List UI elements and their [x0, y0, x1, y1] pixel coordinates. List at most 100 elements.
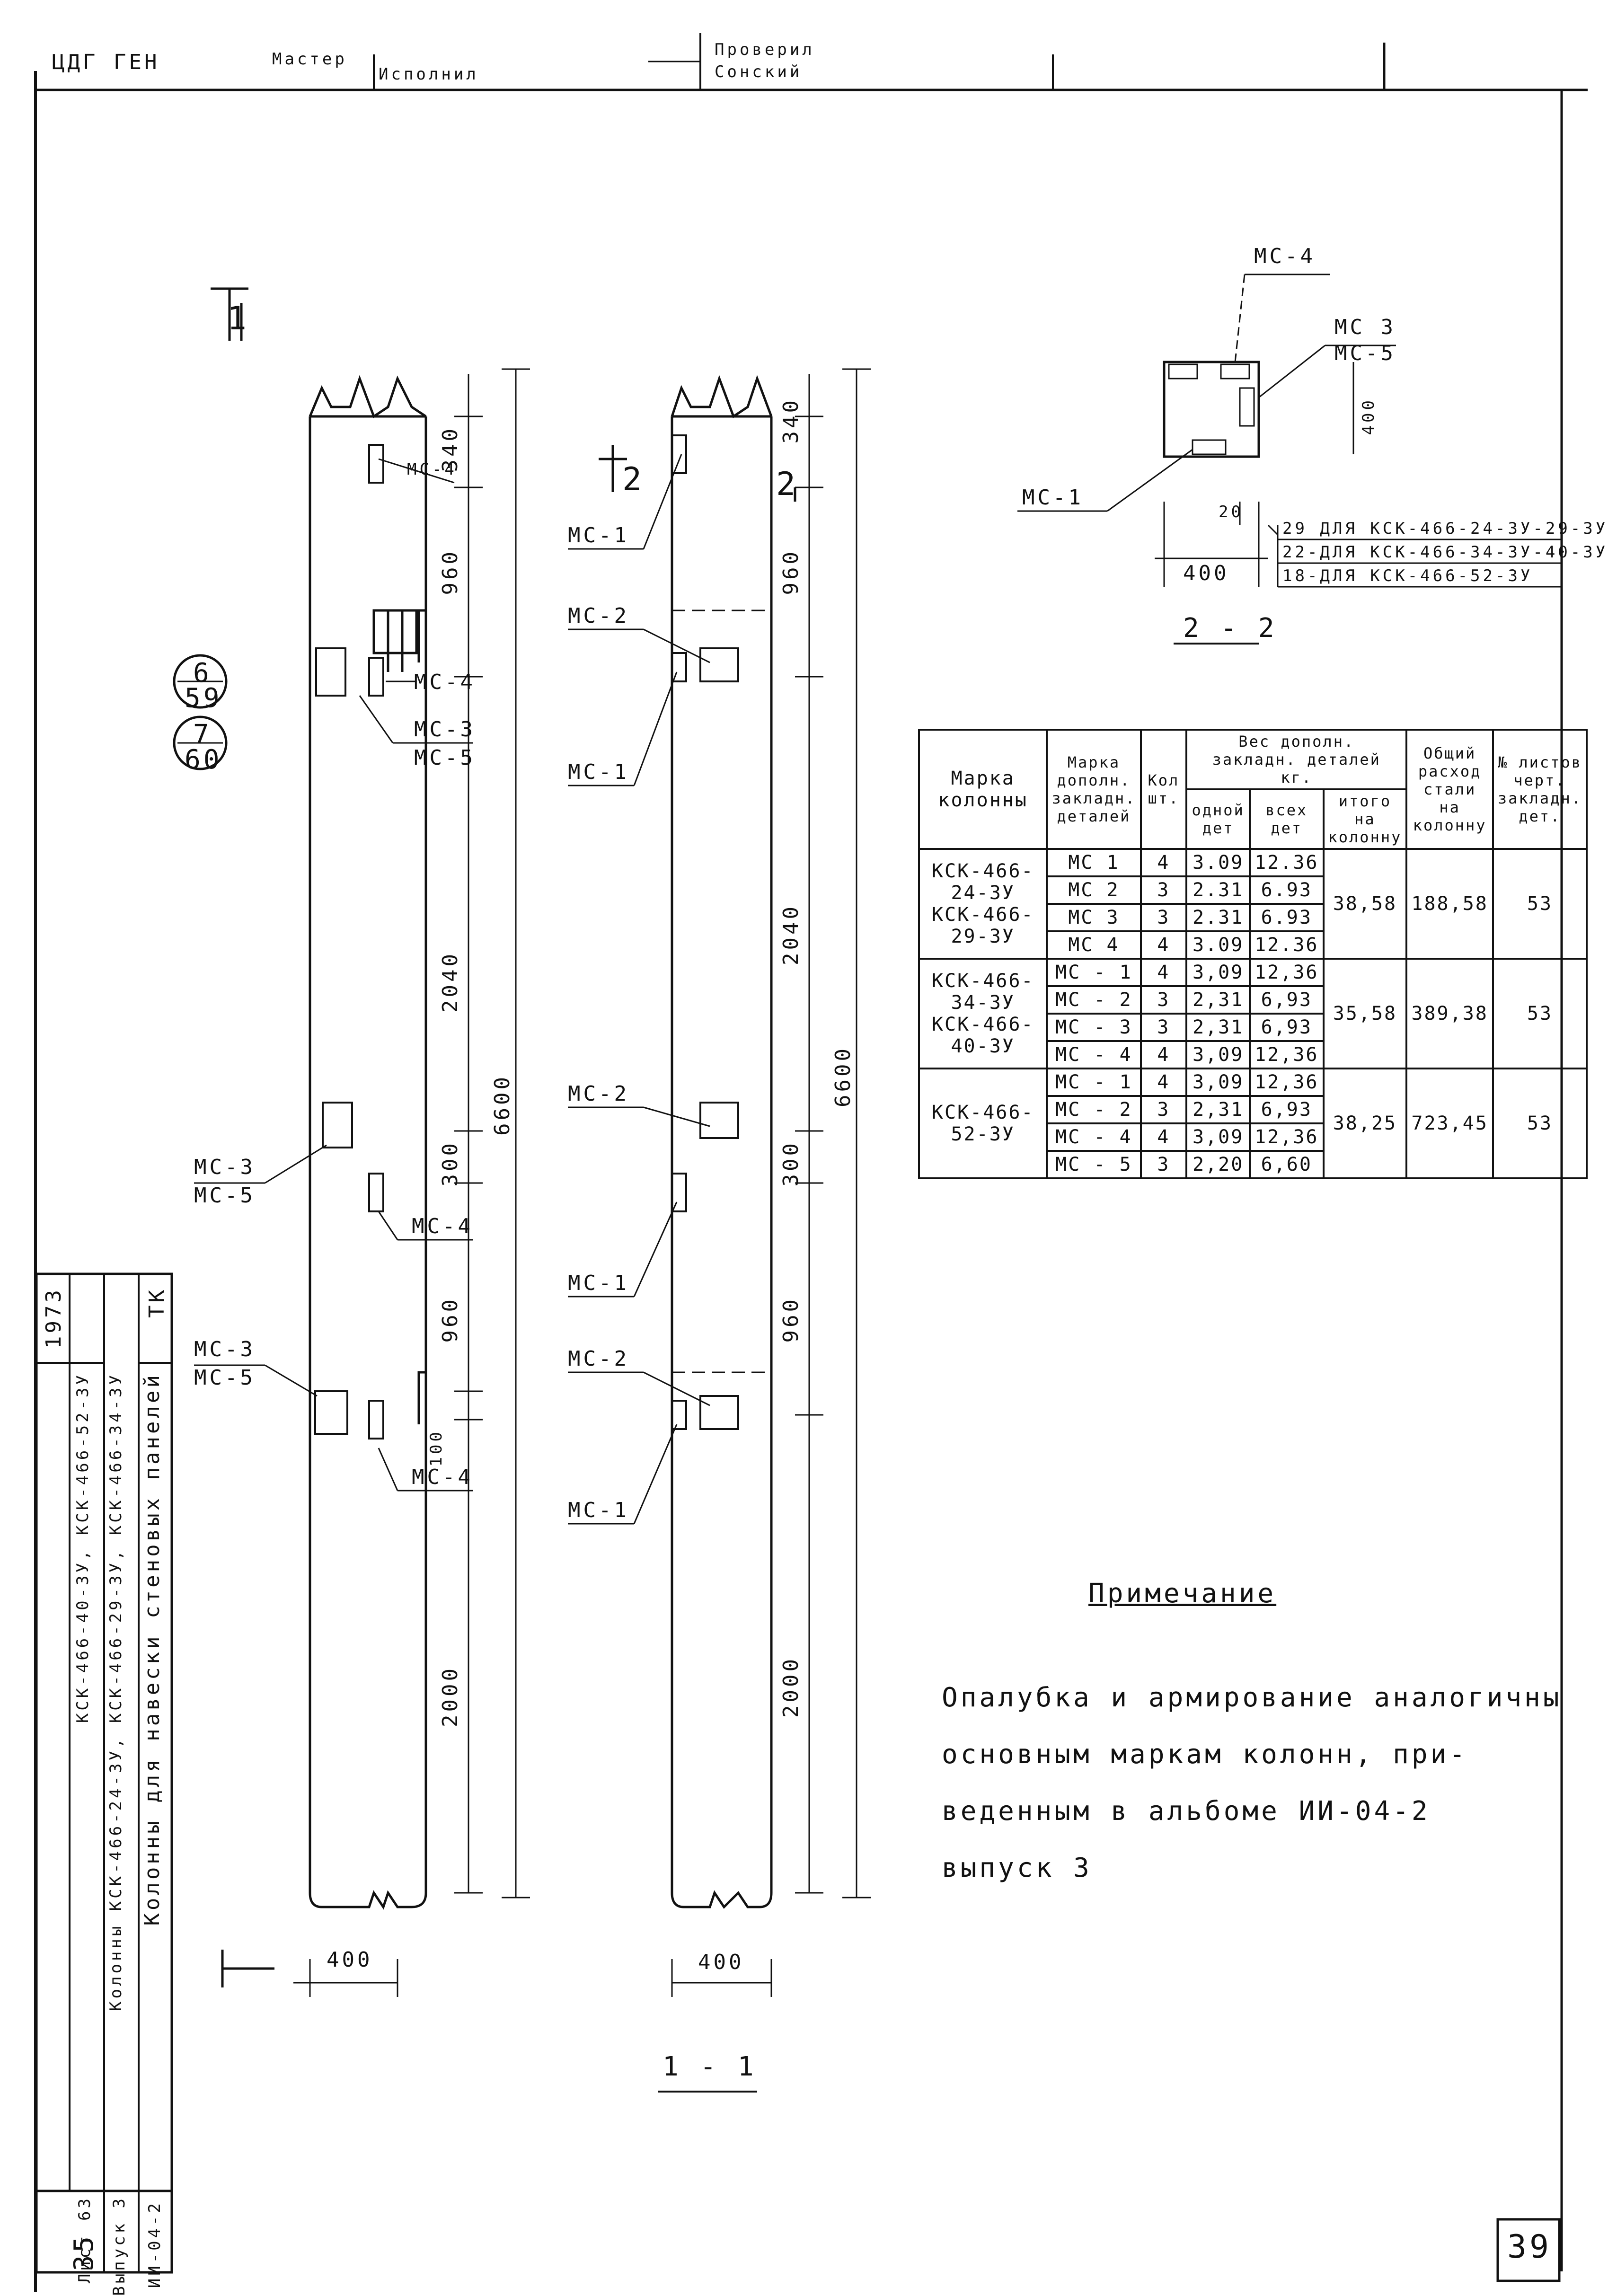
- cell-qty: 3: [1140, 1095, 1188, 1124]
- right-label-mc1-c: МС-1: [568, 1271, 629, 1295]
- cell-qty: 4: [1140, 930, 1188, 960]
- sec22-note-3: 18-ДЛЯ КСК-466-52-3У: [1282, 566, 1533, 585]
- cell-qty: 4: [1140, 1068, 1188, 1097]
- table-row: МС - 5 3 2,20 6,60: [919, 1150, 1587, 1179]
- title-role-checked: Проверил: [715, 40, 815, 59]
- table-row: МС 4 4 3.09 12.36: [919, 930, 1587, 960]
- cell-embed: МС 1: [1046, 848, 1142, 877]
- th-sheet: № листов черт. закладн. дет.: [1492, 729, 1588, 850]
- sec22-dim-20: 20: [1219, 503, 1244, 521]
- cell-one: 2,20: [1185, 1150, 1251, 1179]
- cell-one: 2.31: [1185, 903, 1251, 932]
- cell-qty: 4: [1140, 1040, 1188, 1069]
- cell-one: 2.31: [1185, 875, 1251, 905]
- cell-all: 12,36: [1249, 1040, 1325, 1069]
- cell-all: 6.93: [1249, 875, 1325, 905]
- cell-steel: 723,45: [1405, 1068, 1494, 1179]
- left-column-outline: [194, 368, 530, 1997]
- cell-one: 3,09: [1185, 1122, 1251, 1152]
- left-dim-total: 6600: [490, 1074, 514, 1136]
- th-qty: Кол шт.: [1140, 729, 1188, 850]
- table-row: МС - 4 4 3,09 12,36: [919, 1040, 1587, 1069]
- cell-embed: МС 3: [1046, 903, 1142, 932]
- note-line-1: Опалубка и армирование аналогичны: [942, 1682, 1562, 1713]
- th-one: одной дет: [1185, 788, 1251, 850]
- cell-qty: 4: [1140, 1122, 1188, 1152]
- section-2-2-outline: [1017, 274, 1562, 645]
- left-label-mc4-mid: МС-4: [414, 670, 476, 694]
- right-dim-2000: 2000: [779, 1656, 803, 1718]
- th-total: итого на колонну: [1322, 788, 1408, 850]
- mark-line: КСК-466-40-3У: [931, 1014, 1034, 1057]
- title-role-executed: Исполнил: [379, 65, 479, 84]
- cell-all: 6,93: [1249, 1095, 1325, 1124]
- cell-total: 38,58: [1322, 848, 1408, 960]
- mark-line: КСК-466-34-3У: [931, 970, 1034, 1014]
- cell-all: 6,93: [1249, 985, 1325, 1015]
- mark-line: КСК-466-52-3У: [931, 1102, 1034, 1145]
- section-2-label-right: 2: [776, 466, 798, 503]
- left-dim-960b: 960: [438, 1297, 462, 1343]
- callout-1-top: 6: [193, 658, 212, 689]
- cell-steel: 188,58: [1405, 848, 1494, 960]
- left-label-mc3: МС-3: [414, 717, 476, 742]
- left-dim-2000: 2000: [438, 1666, 462, 1727]
- table-row: МС 2 3 2.31 6.93: [919, 875, 1587, 905]
- left-label-mc4-b: МС-4: [412, 1214, 473, 1238]
- cell-one: 2,31: [1185, 1095, 1251, 1124]
- cell-total: 35,58: [1322, 958, 1408, 1069]
- callout-2-top: 7: [193, 719, 212, 750]
- cell-sheet: 53: [1492, 958, 1588, 1069]
- right-dim-total: 6600: [831, 1046, 855, 1107]
- title-dept: ЦДГ ГЕН: [52, 50, 160, 74]
- th-weight: Вес дополн. закладн. деталей кг.: [1185, 729, 1408, 790]
- cell-qty: 3: [1140, 903, 1188, 932]
- left-label-mc3-b: МС-3: [194, 1155, 256, 1179]
- mark-line: КСК-466-24-3У: [931, 860, 1034, 904]
- sec22-note-2: 22-ДЛЯ КСК-466-34-3У-40-3У: [1282, 543, 1608, 562]
- callout-2-bottom: 60: [185, 744, 222, 775]
- cell-one: 2,31: [1185, 1013, 1251, 1042]
- cell-sheet: 53: [1492, 848, 1588, 960]
- table-row: МС 3 3 2.31 6.93: [919, 903, 1587, 932]
- cell-qty: 4: [1140, 848, 1188, 877]
- cell-all: 12.36: [1249, 930, 1325, 960]
- right-dim-width: 400: [698, 1950, 744, 1974]
- right-label-mc2-b: МС-2: [568, 1082, 629, 1106]
- right-label-mc1-b: МС-1: [568, 760, 629, 784]
- cell-qty: 3: [1140, 1013, 1188, 1042]
- left-dim-width: 400: [327, 1948, 373, 1972]
- note-line-4: выпуск 3: [942, 1853, 1092, 1883]
- th-steel: Общий расход стали на колонну: [1405, 729, 1494, 850]
- left-stamp-frame: [35, 1272, 173, 2274]
- cell-mark-g2: КСК-466-34-3У КСК-466-40-3У: [918, 958, 1048, 1069]
- cell-one: 3,09: [1185, 1040, 1251, 1069]
- right-dim-960a: 960: [779, 549, 803, 595]
- table-row: МС - 4 4 3,09 12,36: [919, 1122, 1587, 1152]
- right-dim-2040: 2040: [779, 904, 803, 965]
- table-subheader-row: одной дет всех дет итого на колонну: [919, 788, 1587, 850]
- table-row: МС - 2 3 2,31 6,93: [919, 985, 1587, 1015]
- cell-all: 12,36: [1249, 958, 1325, 987]
- sec22-dim-400-vertical: 400: [1359, 397, 1378, 435]
- left-dim-100: 100: [427, 1429, 446, 1467]
- right-dim-960b: 960: [779, 1297, 803, 1343]
- table-row: КСК-466-52-3У МС - 1 4 3,09 12,36 38,25 …: [918, 1068, 1588, 1179]
- cell-all: 6.93: [1249, 903, 1325, 932]
- section-1-1-title: 1 - 1: [663, 2051, 757, 2082]
- left-label-mc4-c: МС-4: [412, 1465, 473, 1489]
- cell-embed: МС 2: [1046, 875, 1142, 905]
- sec22-note-1: 29 ДЛЯ КСК-466-24-3У-29-3У: [1282, 519, 1608, 538]
- title-signer: Сонский: [715, 62, 803, 81]
- cell-embed: МС - 1: [1046, 1068, 1142, 1097]
- callout-circle-1: [173, 654, 228, 709]
- right-label-mc1-a: МС-1: [568, 523, 629, 548]
- sec22-label-mc5: МС-5: [1334, 341, 1396, 365]
- th-all: всех дет: [1249, 788, 1325, 850]
- cell-embed: МС - 2: [1046, 985, 1142, 1015]
- section-2-label-left: 2: [622, 461, 645, 498]
- cell-qty: 3: [1140, 985, 1188, 1015]
- title-role-master: Мастер: [272, 50, 347, 69]
